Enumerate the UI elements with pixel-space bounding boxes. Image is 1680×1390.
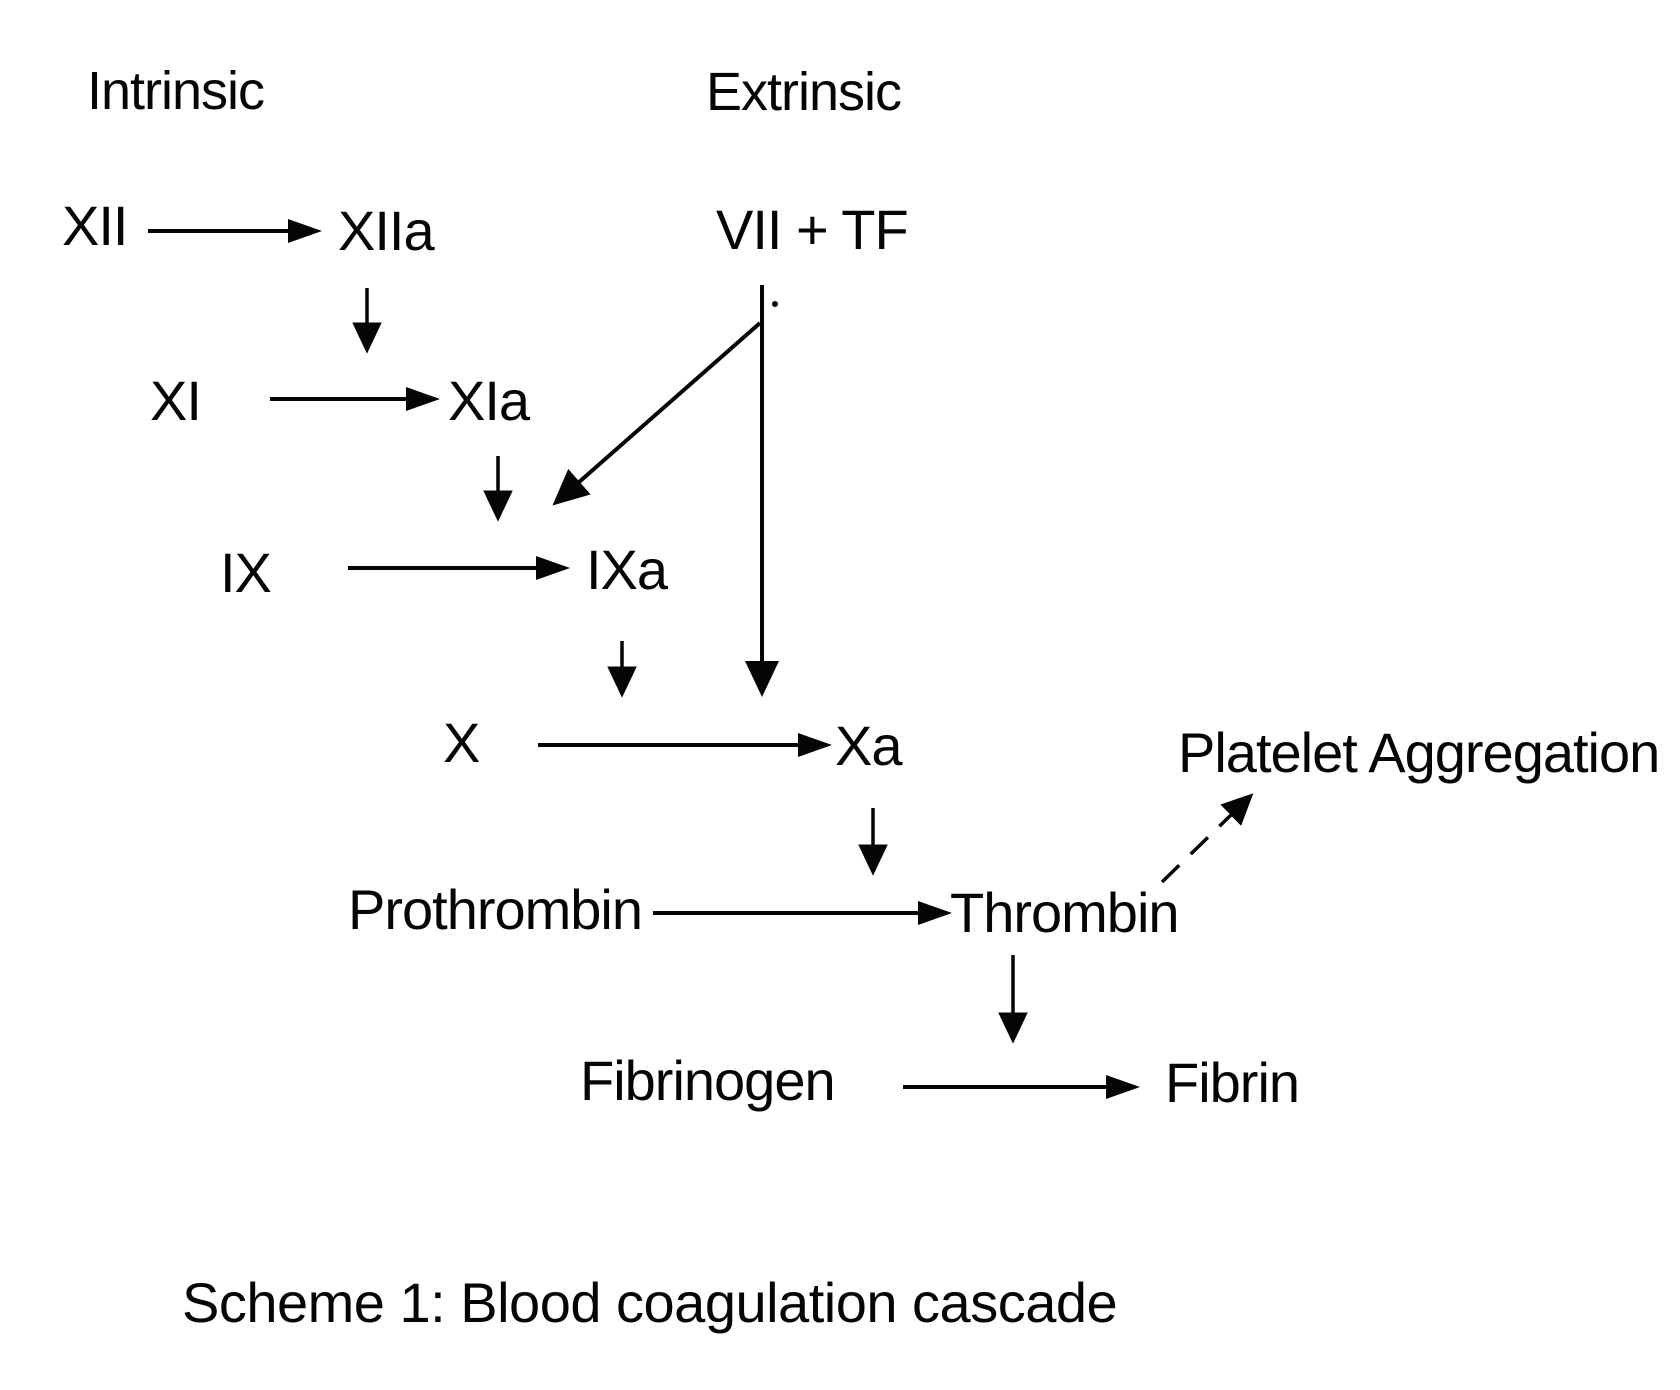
node-xi: XI xyxy=(150,369,202,432)
scan-speck xyxy=(772,301,778,307)
branch-label-extrinsic: Extrinsic xyxy=(706,62,902,122)
node-xii: XII xyxy=(62,194,128,257)
node-platelet-aggregation: Platelet Aggregation xyxy=(1178,721,1660,784)
node-xia: XIa xyxy=(448,369,530,432)
branch-label-intrinsic: Intrinsic xyxy=(87,61,265,121)
node-ix: IX xyxy=(220,541,272,604)
arrow-thrombin-to-platelet-aggregation xyxy=(1160,793,1254,884)
node-prothrombin: Prothrombin xyxy=(348,878,643,941)
scheme-caption: Scheme 1: Blood coagulation cascade xyxy=(182,1271,1118,1334)
node-xiia: XIIa xyxy=(338,199,435,262)
node-thrombin: Thrombin xyxy=(950,881,1180,944)
node-fibrinogen: Fibrinogen xyxy=(580,1049,836,1112)
node-xa: Xa xyxy=(835,714,902,777)
node-vii-tf: VII + TF xyxy=(716,198,909,261)
node-ixa: IXa xyxy=(586,538,668,601)
node-x: X xyxy=(443,711,480,774)
node-fibrin: Fibrin xyxy=(1165,1051,1300,1114)
arrow-viitf-branch-to-ixa-reaction xyxy=(552,321,762,506)
